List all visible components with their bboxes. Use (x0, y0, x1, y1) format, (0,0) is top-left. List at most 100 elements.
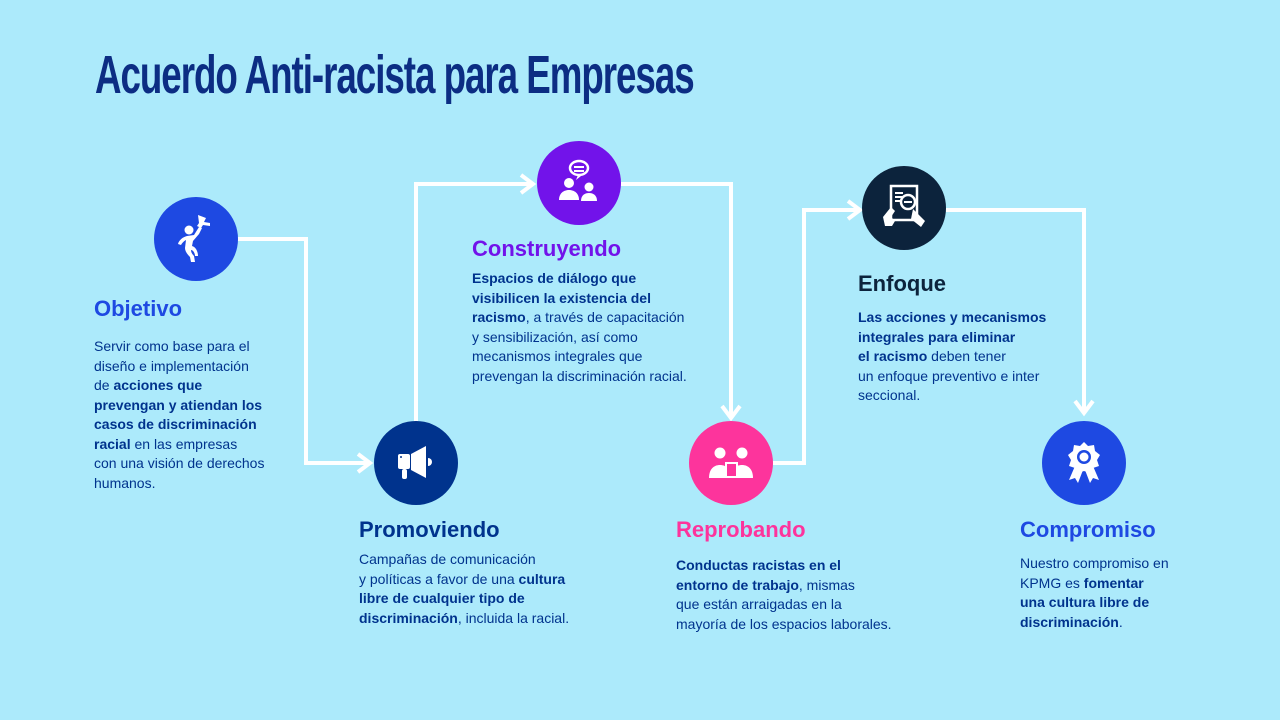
bold-text: fomentar (1083, 574, 1144, 591)
step-heading: Promoviendo (359, 517, 500, 542)
text: un enfoque preventivo e inter (858, 367, 1040, 384)
description-line: entorno de trabajo, mismas (676, 576, 892, 596)
arrowhead-1 (356, 452, 374, 474)
bold-text: una cultura libre de (1020, 594, 1150, 610)
text: , mismas (798, 576, 855, 593)
step-heading: Reprobando (676, 517, 806, 542)
text: , a través de capacitación (525, 309, 685, 325)
arrowhead-3 (720, 404, 742, 422)
text: prevengan la discriminación racial. (472, 367, 687, 384)
description-line: racismo, a través de capacitación (472, 308, 687, 328)
connector-2 (414, 182, 533, 421)
text: y sensibilización, así como (472, 328, 638, 345)
description-line: integrales para eliminar (858, 328, 1046, 348)
description-line: con una visión de derechos (94, 454, 264, 474)
description-line: de acciones que (94, 376, 264, 396)
bold-text: Conductas racistas en el (676, 557, 841, 573)
text: humanos. (94, 474, 156, 491)
bold-text: casos de discriminación (94, 416, 257, 432)
description-line: casos de discriminación (94, 415, 264, 435)
step-heading: Compromiso (1020, 517, 1156, 542)
description-line: humanos. (94, 474, 264, 494)
description-line: discriminación, incluida la racial. (359, 609, 569, 629)
step-description: Servir como base para el diseño e impleme… (94, 337, 264, 493)
bold-text: integrales para eliminar (858, 328, 1016, 345)
description-line: prevengan la discriminación racial. (472, 367, 687, 387)
trophy-person-icon (154, 197, 238, 281)
bold-text: libre de cualquier tipo de (359, 590, 525, 606)
description-line: prevengan y atiendan los (94, 396, 264, 416)
step-heading: Enfoque (858, 271, 946, 296)
bold-text: Las acciones y mecanismos (858, 309, 1047, 325)
description-line: visibilicen la existencia del (472, 289, 687, 309)
description-line: KPMG es fomentar (1020, 574, 1169, 594)
description-line: un enfoque preventivo e inter (858, 367, 1046, 387)
text: deben tener (927, 348, 1006, 364)
people-document-icon (689, 421, 773, 505)
description-line: Espacios de diálogo que (472, 269, 687, 289)
bold-text: discriminación (1020, 613, 1119, 630)
description-line: Las acciones y mecanismos (858, 308, 1046, 328)
bold-text: acciones que (113, 377, 203, 393)
description-line: y políticas a favor de una cultura (359, 570, 569, 590)
connector-4 (773, 208, 860, 465)
text: diseño e implementación (94, 357, 249, 374)
text: Servir como base para el (94, 338, 250, 354)
description-line: Servir como base para el (94, 337, 264, 357)
text: . (1118, 613, 1123, 630)
connector-1 (236, 237, 370, 465)
arrowhead-5 (1073, 399, 1095, 417)
description-line: seccional. (858, 386, 1046, 406)
award-ribbon-icon (1042, 421, 1126, 505)
text: y políticas a favor de una (359, 570, 519, 587)
description-line: y sensibilización, así como (472, 328, 687, 348)
text: que están arraigadas en la (676, 596, 842, 612)
step-description: Campañas de comunicación y políticas a fa… (359, 550, 569, 628)
bold-text: prevengan y atiendan los (94, 396, 263, 413)
text: KPMG es (1020, 574, 1084, 591)
description-line: mecanismos integrales que (472, 347, 687, 367)
description-line: libre de cualquier tipo de (359, 589, 569, 609)
arrowhead-4 (846, 199, 864, 221)
document-magnifier-icon (862, 166, 946, 250)
step-description: Espacios de diálogo que visibilicen la ex… (472, 269, 687, 386)
bold-text: Espacios de diálogo que (472, 270, 637, 286)
description-line: una cultura libre de (1020, 593, 1169, 613)
step-heading: Objetivo (94, 296, 183, 321)
step-description: Las acciones y mecanismos integrales para… (858, 308, 1046, 406)
text: Campañas de comunicación (359, 551, 536, 567)
text: , incluida la racial. (457, 609, 570, 626)
connector-5 (946, 208, 1086, 413)
text: con una visión de derechos (94, 455, 265, 471)
step-heading: Construyendo (472, 236, 622, 261)
text: seccional. (858, 387, 921, 403)
description-line: que están arraigadas en la (676, 595, 892, 615)
bold-text: entorno de trabajo (676, 576, 799, 593)
dialogue-people-icon (537, 141, 621, 225)
page-title: Acuerdo Anti-racista para Empresas (95, 45, 695, 105)
text: Nuestro compromiso en (1020, 555, 1169, 571)
bold-text: cultura (518, 570, 566, 587)
description-line: Conductas racistas en el (676, 556, 892, 576)
bold-text: discriminación (359, 609, 458, 626)
description-line: racial en las empresas (94, 435, 264, 455)
text: mecanismos integrales que (472, 348, 643, 364)
megaphone-icon (374, 421, 458, 505)
bold-text: racismo (472, 309, 526, 325)
arrowhead-2 (519, 173, 537, 195)
bold-text: racial (94, 435, 131, 452)
step-description: Conductas racistas en el entorno de traba… (676, 556, 892, 634)
text: en las empresas (130, 435, 238, 452)
bold-text: visibilicen la existencia del (472, 289, 651, 306)
connector-3 (621, 182, 733, 418)
description-line: discriminación. (1020, 613, 1169, 633)
description-line: mayoría de los espacios laborales. (676, 615, 892, 635)
bold-text: el racismo (858, 348, 928, 364)
description-line: diseño e implementación (94, 357, 264, 377)
text: mayoría de los espacios laborales. (676, 615, 892, 632)
description-line: Campañas de comunicación (359, 550, 569, 570)
text: de (94, 377, 114, 393)
description-line: Nuestro compromiso en (1020, 554, 1169, 574)
